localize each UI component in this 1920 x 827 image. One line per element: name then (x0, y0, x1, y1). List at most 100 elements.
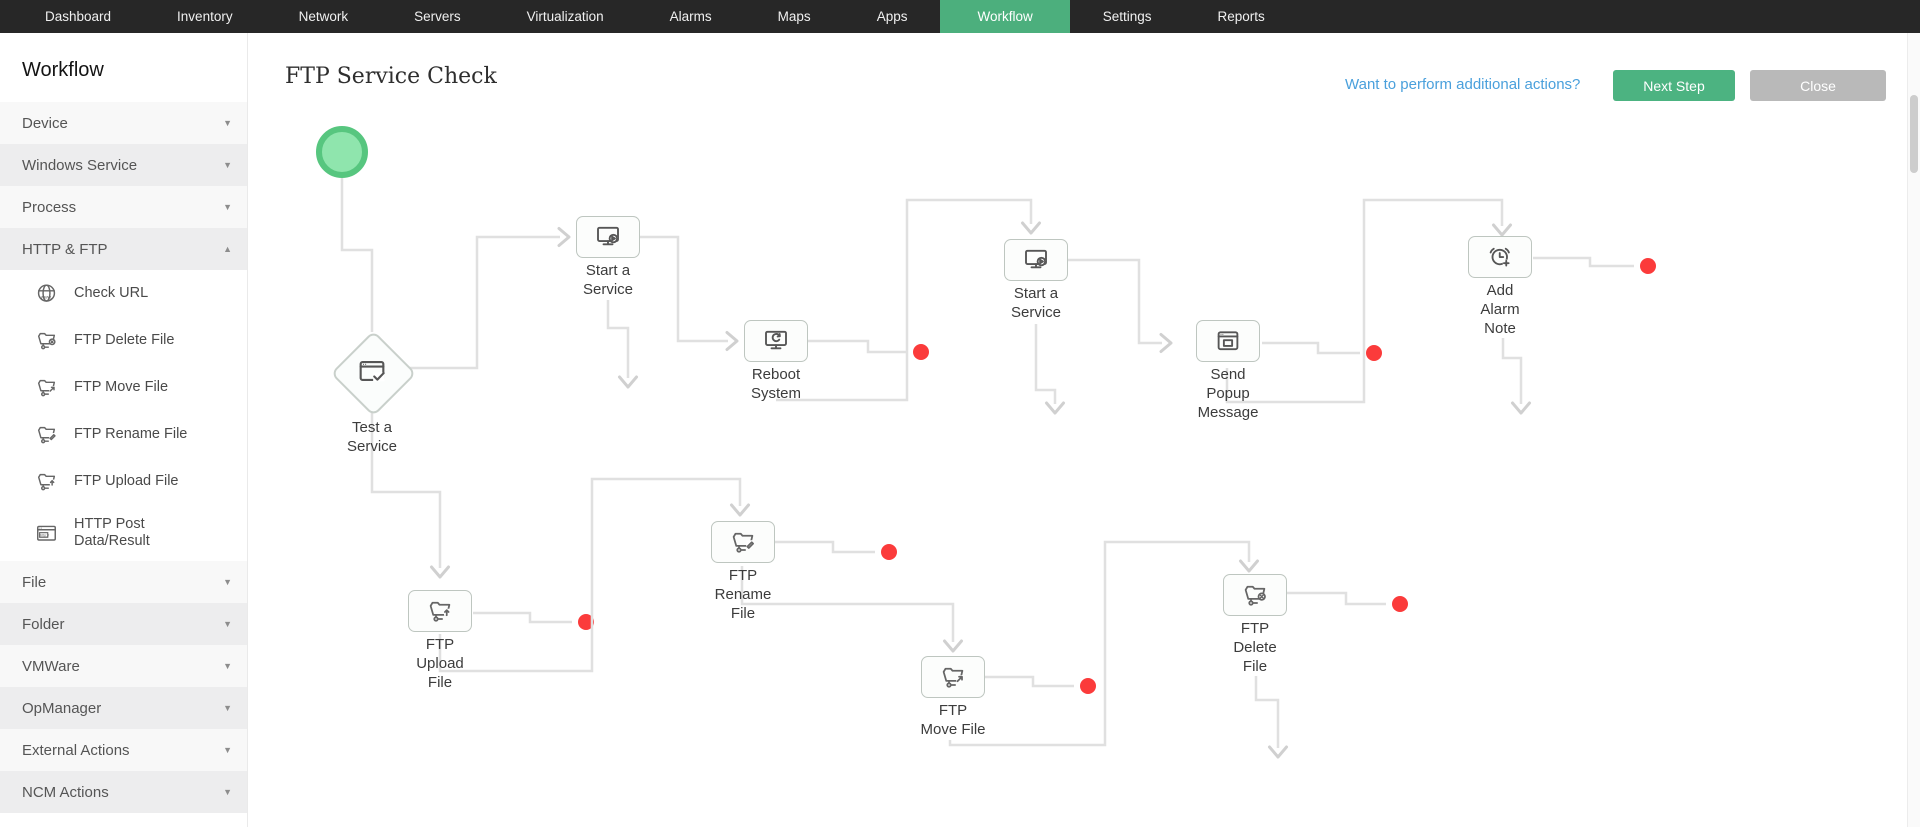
flow-node-ftp-delete-file[interactable] (1223, 574, 1287, 616)
flow-node-reboot-system[interactable] (744, 320, 808, 362)
connector-line (438, 477, 742, 673)
connector-arrow-icon (725, 331, 739, 351)
endpoint-dot[interactable] (578, 614, 594, 630)
sidebar-group-http-ftp[interactable]: HTTP & FTP▲ (0, 228, 247, 270)
folder-move-icon (938, 662, 968, 692)
vertical-scrollbar[interactable] (1907, 33, 1920, 827)
chevron-down-icon: ▼ (223, 619, 232, 629)
additional-actions-link[interactable]: Want to perform additional actions? (1345, 76, 1581, 93)
connector-line (473, 611, 572, 624)
sidebar-group-label: Folder (22, 615, 65, 633)
start-node[interactable] (316, 126, 368, 178)
chevron-down-icon: ▼ (223, 118, 232, 128)
popup-window-icon (1213, 326, 1243, 356)
connector-line (1287, 591, 1386, 606)
sidebar-group-external-actions[interactable]: External Actions▼ (0, 729, 247, 771)
endpoint-dot[interactable] (1366, 345, 1382, 361)
chevron-down-icon: ▼ (223, 661, 232, 671)
flow-node-send-popup-message[interactable] (1196, 320, 1260, 362)
top-nav: Dashboard Inventory Network Servers Virtuali… (0, 0, 1920, 33)
endpoint-dot[interactable] (1392, 596, 1408, 612)
chevron-down-icon: ▼ (223, 160, 232, 170)
sidebar-item-label: FTP Move File (74, 379, 169, 395)
sidebar-group-label: NCM Actions (22, 783, 109, 801)
sidebar-item-label: FTP Rename File (74, 426, 188, 442)
sidebar-group-file[interactable]: File ▼ (0, 561, 247, 603)
close-button[interactable]: Close (1750, 70, 1886, 101)
nav-item-workflow[interactable]: Workflow (940, 0, 1070, 33)
sidebar-group-label: File (22, 573, 47, 591)
sidebar-group-folder[interactable]: Folder ▼ (0, 603, 247, 645)
sidebar-group-device[interactable]: Device▼ (0, 102, 247, 144)
chevron-down-icon: ▼ (223, 745, 232, 755)
nav-item-alarms[interactable]: Alarms (669, 9, 712, 24)
flow-node-add-alarm-note[interactable] (1468, 236, 1532, 278)
sidebar-group-vmware[interactable]: VMWare▼ (0, 645, 247, 687)
sidebar-group-label: HTTP & FTP (22, 240, 108, 258)
sidebar-group-opmanager[interactable]: OpManager▼ (0, 687, 247, 729)
sidebar-item-ftp-upload-file[interactable]: FTP Upload File (0, 458, 247, 505)
scrollbar-thumb[interactable] (1910, 95, 1918, 173)
nav-item-virtualization[interactable]: Virtualization (526, 9, 604, 24)
sidebar-group-process[interactable]: Process▼ (0, 186, 247, 228)
sidebar-list: Device▼Windows Service▼Process▼HTTP & FT… (0, 102, 247, 813)
flow-node-ftp-rename-file[interactable] (711, 521, 775, 563)
nav-item-apps[interactable]: Apps (876, 9, 908, 24)
sidebar-item-check-url[interactable]: Check URL (0, 270, 247, 317)
sidebar-group-windows-service[interactable]: Windows Service▼ (0, 144, 247, 186)
connector-arrow-icon (943, 639, 963, 653)
connector-arrow-icon (1268, 745, 1288, 759)
connector-line (1060, 258, 1162, 345)
connector-line (606, 300, 630, 378)
endpoint-dot[interactable] (881, 544, 897, 560)
nav-item-settings[interactable]: Settings (1102, 9, 1152, 24)
connector-line (1533, 256, 1634, 268)
connector-line (1262, 341, 1360, 355)
next-step-button[interactable]: Next Step (1613, 70, 1735, 101)
chevron-down-icon: ▼ (223, 703, 232, 713)
nav-item-inventory[interactable]: Inventory (177, 9, 233, 24)
nav-item-servers[interactable]: Servers (414, 9, 461, 24)
sidebar-item-label: Check URL (74, 285, 149, 301)
sidebar-group-ncm-actions[interactable]: NCM Actions ▼ (0, 771, 247, 813)
nav-item-network[interactable]: Network (298, 9, 349, 24)
sidebar-item-ftp-delete-file[interactable]: FTP Delete File (0, 317, 247, 364)
connector-arrow-icon (1511, 401, 1531, 415)
nav-item-reports[interactable]: Reports (1217, 9, 1265, 24)
flow-node-start-a-service-2[interactable] (1004, 239, 1068, 281)
connector-arrow-icon (730, 503, 750, 517)
connector-line (340, 178, 374, 332)
endpoint-dot[interactable] (913, 344, 929, 360)
connector-line (1034, 324, 1057, 404)
sidebar-item-ftp-move-file[interactable]: FTP Move File (0, 364, 247, 411)
chevron-down-icon: ▼ (223, 787, 232, 797)
flow-node-ftp-upload-file[interactable] (408, 590, 472, 632)
folder-move-icon (34, 375, 59, 400)
page-title: FTP Service Check (285, 64, 497, 89)
connector-line (1254, 676, 1280, 748)
sidebar-item-label: FTP Delete File (74, 332, 175, 348)
endpoint-dot[interactable] (1080, 678, 1096, 694)
chevron-down-icon: ▼ (223, 577, 232, 587)
window-check-icon (355, 355, 389, 389)
nav-item-maps[interactable]: Maps (777, 9, 811, 24)
folder-rename-icon (728, 527, 758, 557)
endpoint-dot[interactable] (1640, 258, 1656, 274)
flow-node-ftp-move-file[interactable] (921, 656, 985, 698)
connector-line (948, 540, 1251, 747)
flow-node-test-a-service[interactable] (330, 330, 417, 417)
connector-line (409, 235, 560, 370)
sidebar-item-http-post-data-result[interactable]: HTTP Post Data/Result (0, 505, 247, 561)
connector-line (1225, 198, 1504, 404)
connector-arrow-icon (430, 565, 450, 579)
nav-item-dashboard[interactable]: Dashboard (45, 9, 112, 24)
flow-node-start-a-service-1[interactable] (576, 216, 640, 258)
sidebar-item-ftp-rename-file[interactable]: FTP Rename File (0, 411, 247, 458)
folder-rename-icon (34, 422, 59, 447)
connector-arrow-icon (557, 227, 571, 247)
